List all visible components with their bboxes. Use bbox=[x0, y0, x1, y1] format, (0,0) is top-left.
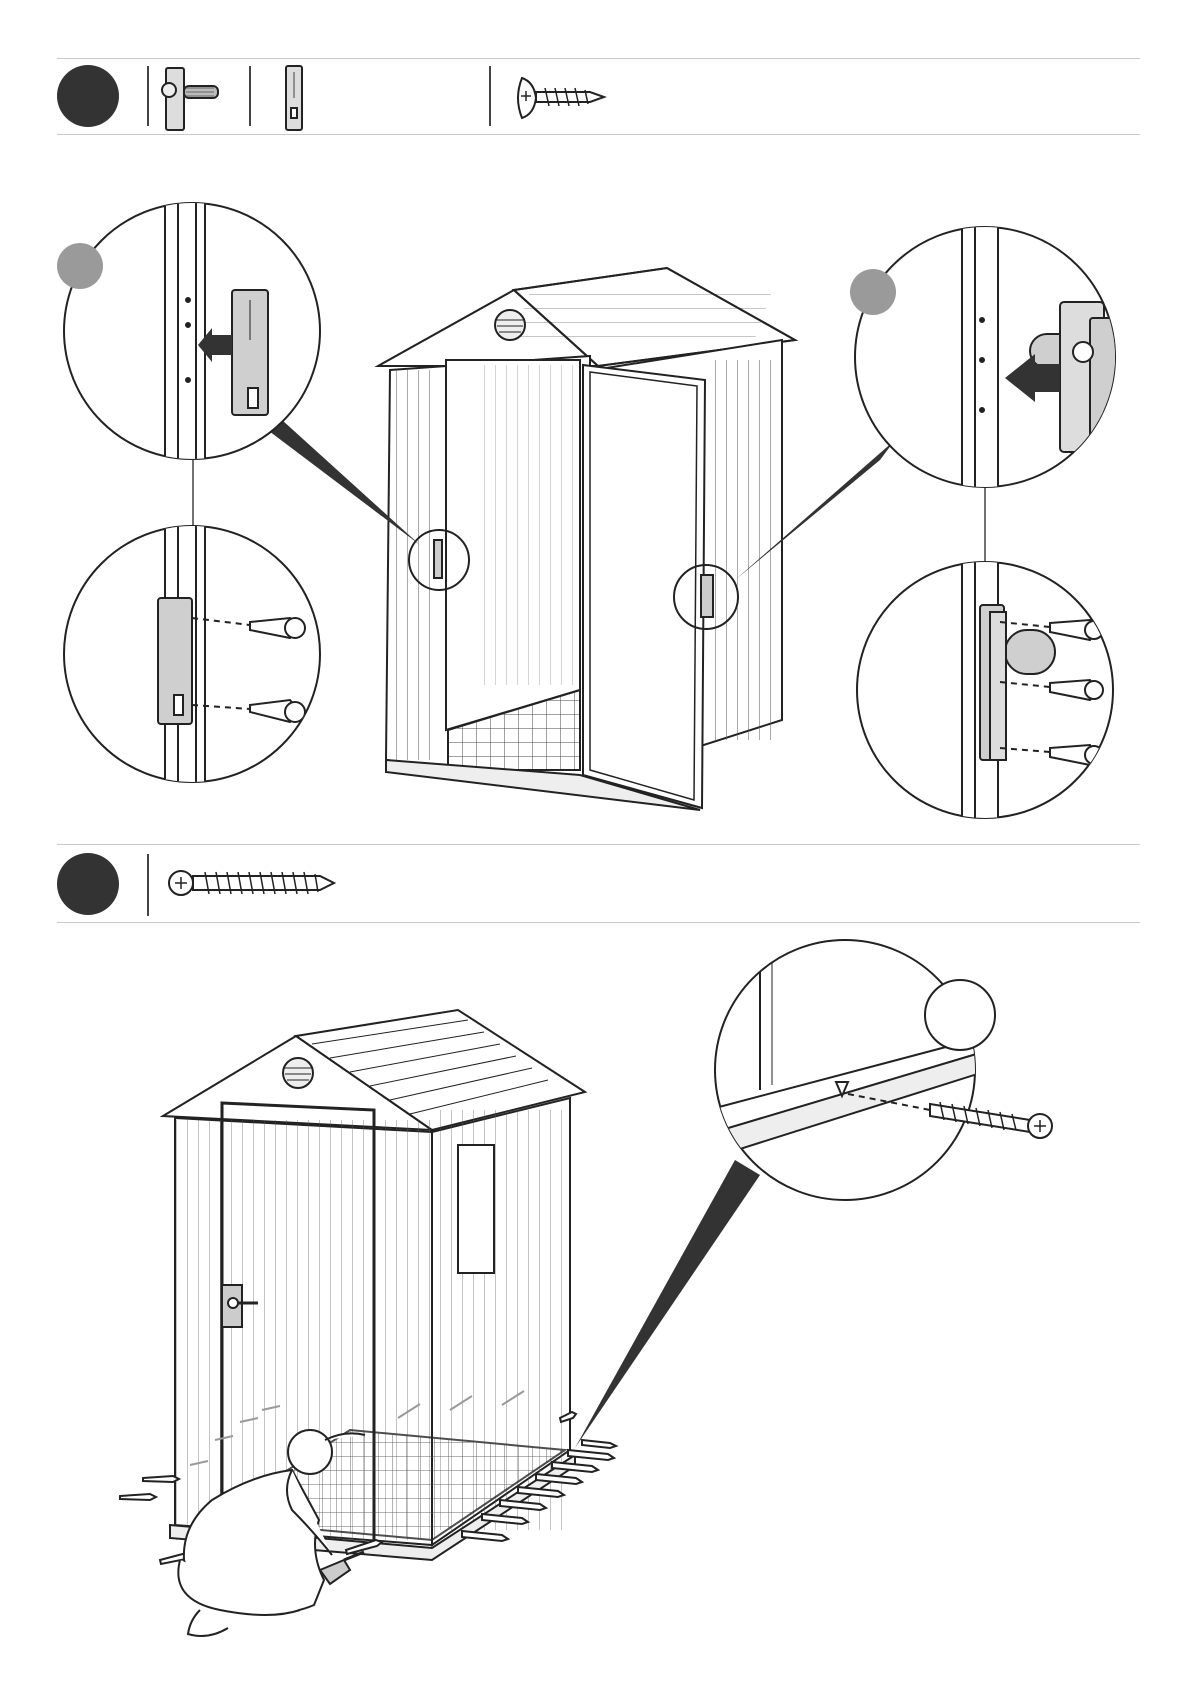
strike-plate-icon bbox=[286, 66, 302, 130]
floor-screw-detail-icon bbox=[700, 940, 1052, 1200]
grey-marker-2 bbox=[850, 269, 896, 315]
shed-closed bbox=[163, 1010, 585, 1560]
latch-screws-detail bbox=[857, 550, 1113, 840]
flat-head-screw-icon bbox=[518, 78, 604, 118]
latch-bolt-icon bbox=[162, 68, 218, 130]
white-marker bbox=[925, 980, 995, 1050]
pointer-step-b bbox=[575, 1160, 760, 1448]
latch-detail-icon bbox=[855, 220, 1150, 500]
shed-open-door bbox=[378, 268, 795, 810]
grey-marker-1 bbox=[57, 243, 103, 289]
long-pan-head-screw-icon bbox=[169, 871, 334, 895]
strike-plate-screws-detail bbox=[64, 520, 320, 790]
